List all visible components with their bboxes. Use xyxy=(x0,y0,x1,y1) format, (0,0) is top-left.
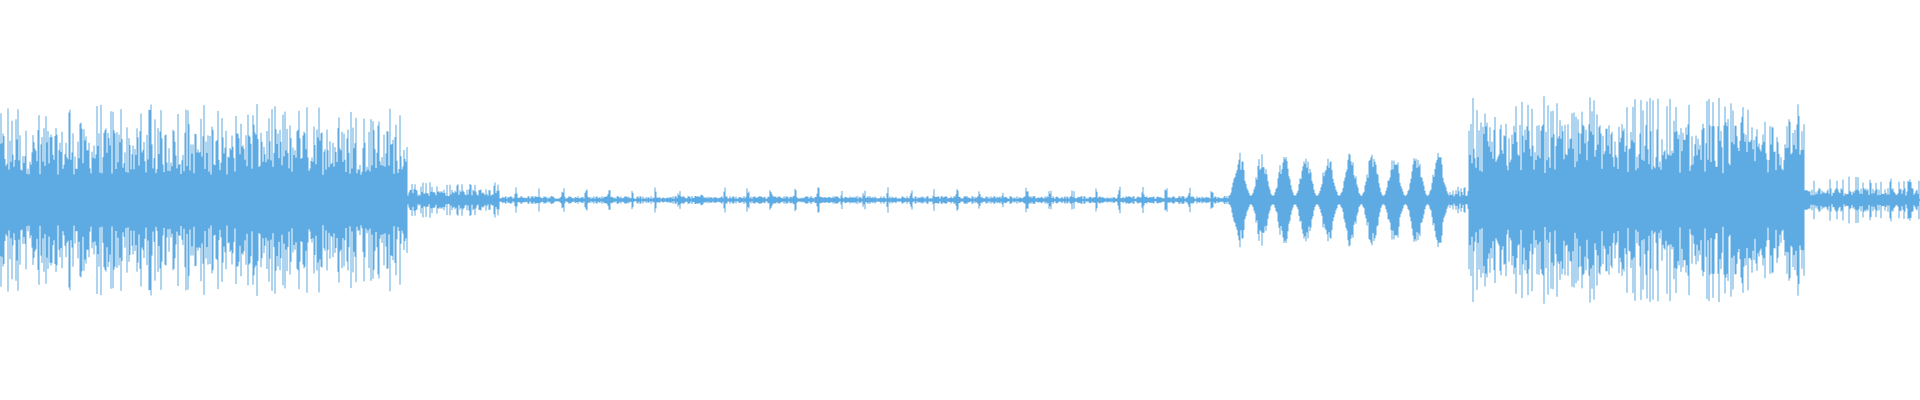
waveform-strokes xyxy=(0,96,1920,304)
